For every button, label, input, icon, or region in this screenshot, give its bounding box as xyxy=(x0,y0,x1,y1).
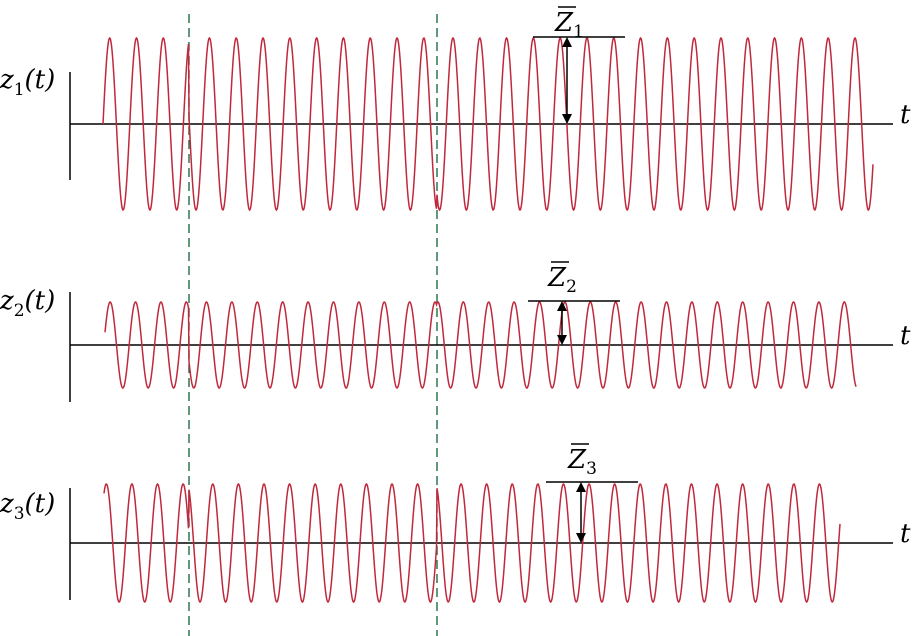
waveform-3 xyxy=(103,482,841,604)
amp-arrow-up-1 xyxy=(562,37,572,47)
panel-1: z1(t) t Z1 xyxy=(0,6,911,212)
panel-3: z3(t) t Z3 xyxy=(0,443,911,604)
panel-2: z2(t) t Z2 xyxy=(0,261,911,402)
amp-arrow-up-3 xyxy=(576,482,586,492)
amp-label-2: Z2 xyxy=(547,263,577,297)
amp-arrow-down-3 xyxy=(576,533,586,543)
t-label-3: t xyxy=(900,519,911,549)
y-label-1: z1(t) xyxy=(0,65,55,100)
waveform-2 xyxy=(104,301,857,389)
t-label-2: t xyxy=(900,321,911,351)
t-label-1: t xyxy=(900,100,911,130)
amp-arrow-down-1 xyxy=(562,114,572,124)
amp-label-1: Z1 xyxy=(554,8,584,42)
waveform-1 xyxy=(102,36,874,212)
y-label-3: z3(t) xyxy=(0,489,55,524)
amp-arrow-down-2 xyxy=(557,335,567,345)
y-label-2: z2(t) xyxy=(0,286,55,321)
amp-arrow-up-2 xyxy=(557,301,567,311)
amp-label-3: Z3 xyxy=(567,445,597,479)
